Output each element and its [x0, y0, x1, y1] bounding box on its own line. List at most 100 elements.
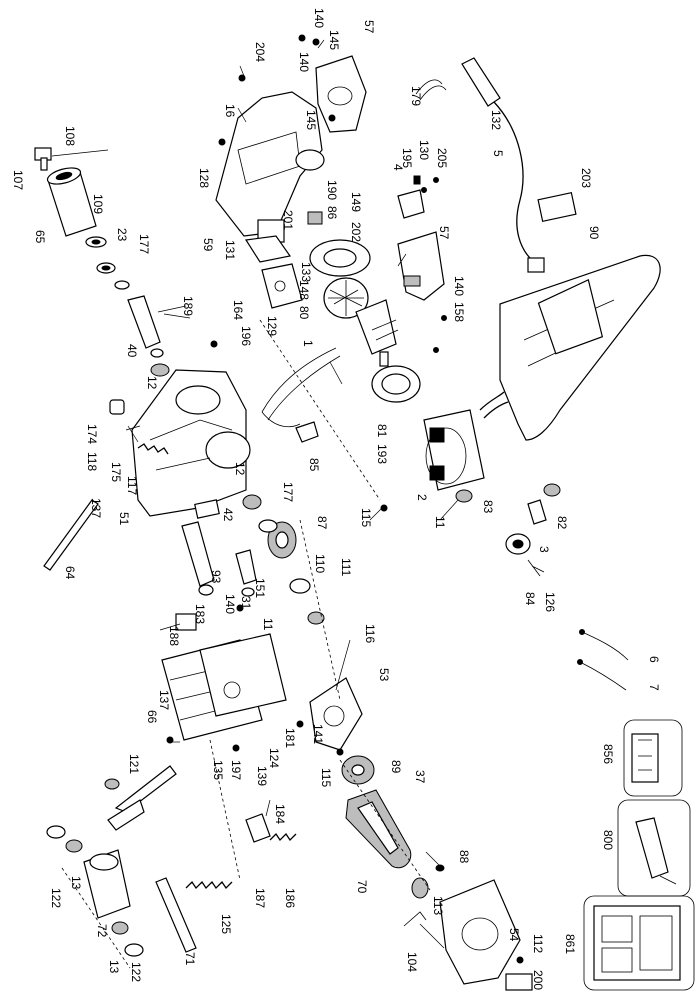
wire-179-drawing	[415, 79, 447, 101]
callout-93: 93	[209, 570, 223, 584]
callout-190: 190	[325, 180, 339, 200]
gear-case-frame-drawing	[161, 613, 287, 741]
callout-labels: 145 140 57 204 140 179 132 5 16 145 130 …	[11, 8, 661, 990]
callout-2: 2	[415, 494, 429, 501]
spring-175-drawing	[109, 399, 169, 455]
callout-175: 175	[109, 462, 123, 482]
callout-113: 113	[431, 896, 445, 915]
brush-holder-57-drawing	[397, 231, 473, 503]
callout-115-low: 115	[319, 768, 333, 787]
callout-37: 37	[413, 770, 427, 784]
callout-13-lower: 13	[107, 960, 121, 974]
spring-125-drawing	[155, 813, 297, 953]
callout-86: 86	[325, 206, 339, 220]
callout-11-mid: 11	[261, 618, 275, 631]
screws-drawing	[166, 34, 524, 964]
callout-130: 130	[417, 140, 431, 160]
callout-126: 126	[543, 592, 557, 612]
callout-104: 104	[405, 952, 419, 972]
callout-148: 148	[297, 280, 311, 300]
baffle-81-drawing	[371, 365, 421, 403]
callout-80: 80	[297, 306, 311, 320]
callout-197: 197	[229, 760, 243, 780]
callout-108: 108	[63, 126, 77, 146]
callout-205: 205	[435, 148, 449, 168]
callout-164: 164	[231, 300, 245, 320]
parts-artwork	[34, 34, 695, 991]
callout-184: 184	[273, 804, 287, 824]
callout-111: 111	[339, 558, 353, 577]
callout-193: 193	[375, 444, 389, 464]
callout-12-upper: 12	[145, 376, 159, 390]
callout-90: 90	[587, 226, 601, 240]
callout-137-left: 137	[89, 498, 103, 518]
belt-37-drawing	[345, 789, 412, 869]
callout-861: 861	[563, 934, 577, 954]
inset-856-drawing	[623, 719, 683, 797]
callout-139: 139	[255, 766, 269, 786]
base-housing-51-drawing	[131, 369, 251, 517]
switch-129-drawing	[261, 263, 303, 309]
bearing-12-upper-drawing	[150, 363, 170, 377]
callout-188: 188	[167, 626, 181, 646]
callout-204: 204	[253, 42, 267, 62]
callout-135: 135	[211, 760, 225, 780]
callout-145-mid: 145	[304, 110, 318, 130]
callout-128: 128	[197, 168, 211, 188]
callout-31: 31	[239, 596, 253, 610]
callout-87: 87	[315, 516, 329, 530]
field-2-drawing	[423, 391, 509, 491]
brush-4-drawing	[397, 175, 425, 219]
switch-131-drawing	[244, 211, 323, 263]
callout-140-low: 140	[223, 594, 237, 614]
gear-113-drawing	[411, 864, 445, 899]
callout-131: 131	[223, 240, 237, 260]
pinion-31-drawing	[181, 499, 257, 597]
washers-109-23-177-drawing	[85, 236, 130, 290]
callout-187: 187	[253, 888, 267, 908]
callout-3: 3	[537, 546, 551, 553]
pulley-89-drawing	[341, 755, 375, 785]
callout-118: 118	[85, 452, 99, 471]
callout-88: 88	[457, 850, 471, 864]
callout-800: 800	[601, 830, 615, 850]
callout-151: 151	[253, 578, 267, 598]
callout-53: 53	[377, 668, 391, 682]
guard-90-drawing	[499, 254, 661, 441]
callout-59: 59	[201, 238, 215, 252]
callout-11-right: 11	[433, 516, 447, 529]
cord-clamp-85-drawing	[261, 347, 341, 443]
callout-112: 112	[531, 934, 545, 953]
inset-861-drawing	[583, 895, 695, 991]
callout-145-top: 145	[327, 30, 341, 50]
callout-107: 107	[11, 170, 25, 190]
assembly-lines	[61, 319, 431, 969]
armature-1-drawing	[323, 277, 399, 367]
callout-72: 72	[95, 924, 109, 938]
callout-189: 189	[181, 296, 195, 316]
callout-124: 124	[267, 748, 281, 768]
callout-82: 82	[555, 516, 569, 530]
callout-16: 16	[223, 104, 237, 118]
callout-140-top: 140	[312, 8, 326, 28]
callout-89: 89	[389, 760, 403, 774]
callout-116: 116	[363, 624, 377, 643]
handle-sleeve-65-drawing	[46, 167, 97, 237]
callout-6: 6	[647, 656, 661, 663]
callout-42: 42	[221, 508, 235, 522]
callout-140-right: 140	[452, 276, 466, 296]
callout-57-mid: 57	[437, 226, 451, 240]
gear-cover-53-drawing	[309, 677, 363, 751]
power-cord-5-drawing	[461, 57, 545, 273]
callout-110: 110	[313, 554, 327, 573]
callout-133: 133	[299, 262, 313, 282]
callout-158: 158	[452, 302, 466, 322]
callout-64: 64	[63, 566, 77, 580]
rod-64-drawing	[43, 499, 99, 571]
callout-129: 129	[265, 316, 279, 336]
gear-housing-57-top-drawing	[315, 55, 367, 133]
callout-84: 84	[523, 592, 537, 606]
callout-23: 23	[115, 228, 129, 242]
baffle-149-drawing	[309, 239, 371, 277]
callout-66: 66	[145, 710, 159, 724]
